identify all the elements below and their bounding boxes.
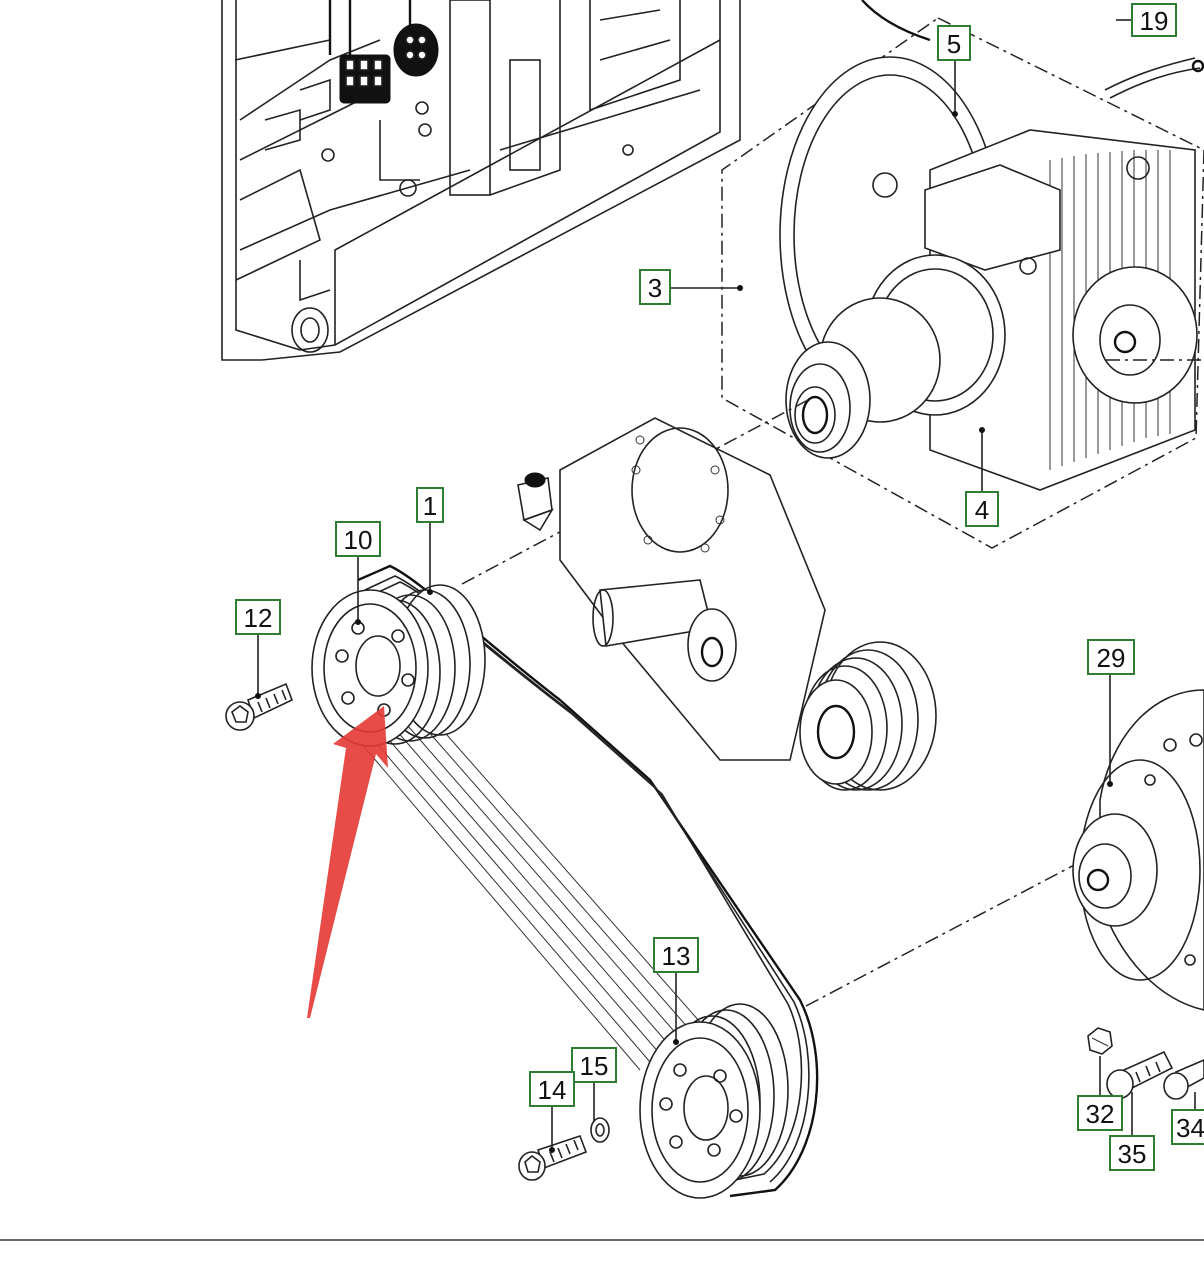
callout-32: 32 [1077,1095,1123,1131]
callout-13: 13 [653,937,699,973]
grease-fitting [517,472,554,532]
pulley-lower [639,1003,789,1199]
machine-frame [221,0,741,361]
callout-19-text: 19 [1140,6,1169,36]
callout-29-text: 29 [1097,643,1126,673]
callout-1: 1 [416,487,444,523]
callout-19: 19 [1131,3,1177,37]
callout-13-text: 13 [662,941,691,971]
bolt-14 [518,1134,588,1181]
callout-5: 5 [937,25,971,61]
hydraulic-pump [1072,689,1204,1011]
callout-12: 12 [235,599,281,635]
callout-35-text: 35 [1118,1139,1147,1169]
pulley-upper [311,584,486,747]
round-connector [393,23,439,77]
callout-5-text: 5 [947,29,961,59]
leader-lines [255,19,1196,1153]
bolt-35 [1106,1050,1174,1099]
callout-34-text: 34 [1176,1113,1204,1143]
callout-34: 34 [1171,1109,1204,1145]
motor-gearbox-assembly [721,0,1204,549]
washer-15 [590,1117,610,1143]
bolt-12 [225,682,294,731]
belt-tensioner-arm [517,417,937,791]
callout-10: 10 [335,521,381,557]
bolt-34 [1163,1059,1204,1100]
callout-4-text: 4 [975,495,989,525]
callout-15: 15 [571,1047,617,1083]
belt-strands [359,717,701,1071]
callout-12-text: 12 [244,603,273,633]
nut-32 [1087,1027,1113,1055]
callout-10-text: 10 [344,525,373,555]
callout-3-text: 3 [648,273,662,303]
callout-29: 29 [1087,639,1135,675]
callout-15-text: 15 [580,1051,609,1081]
callout-32-text: 32 [1086,1099,1115,1129]
callout-1-text: 1 [423,491,437,521]
callout-14: 14 [529,1071,575,1107]
red-arrow [307,706,388,1018]
callout-35: 35 [1109,1135,1155,1171]
callout-3: 3 [639,269,671,305]
callout-14-text: 14 [538,1075,567,1105]
connector-block [339,54,391,104]
callout-4: 4 [965,491,999,527]
